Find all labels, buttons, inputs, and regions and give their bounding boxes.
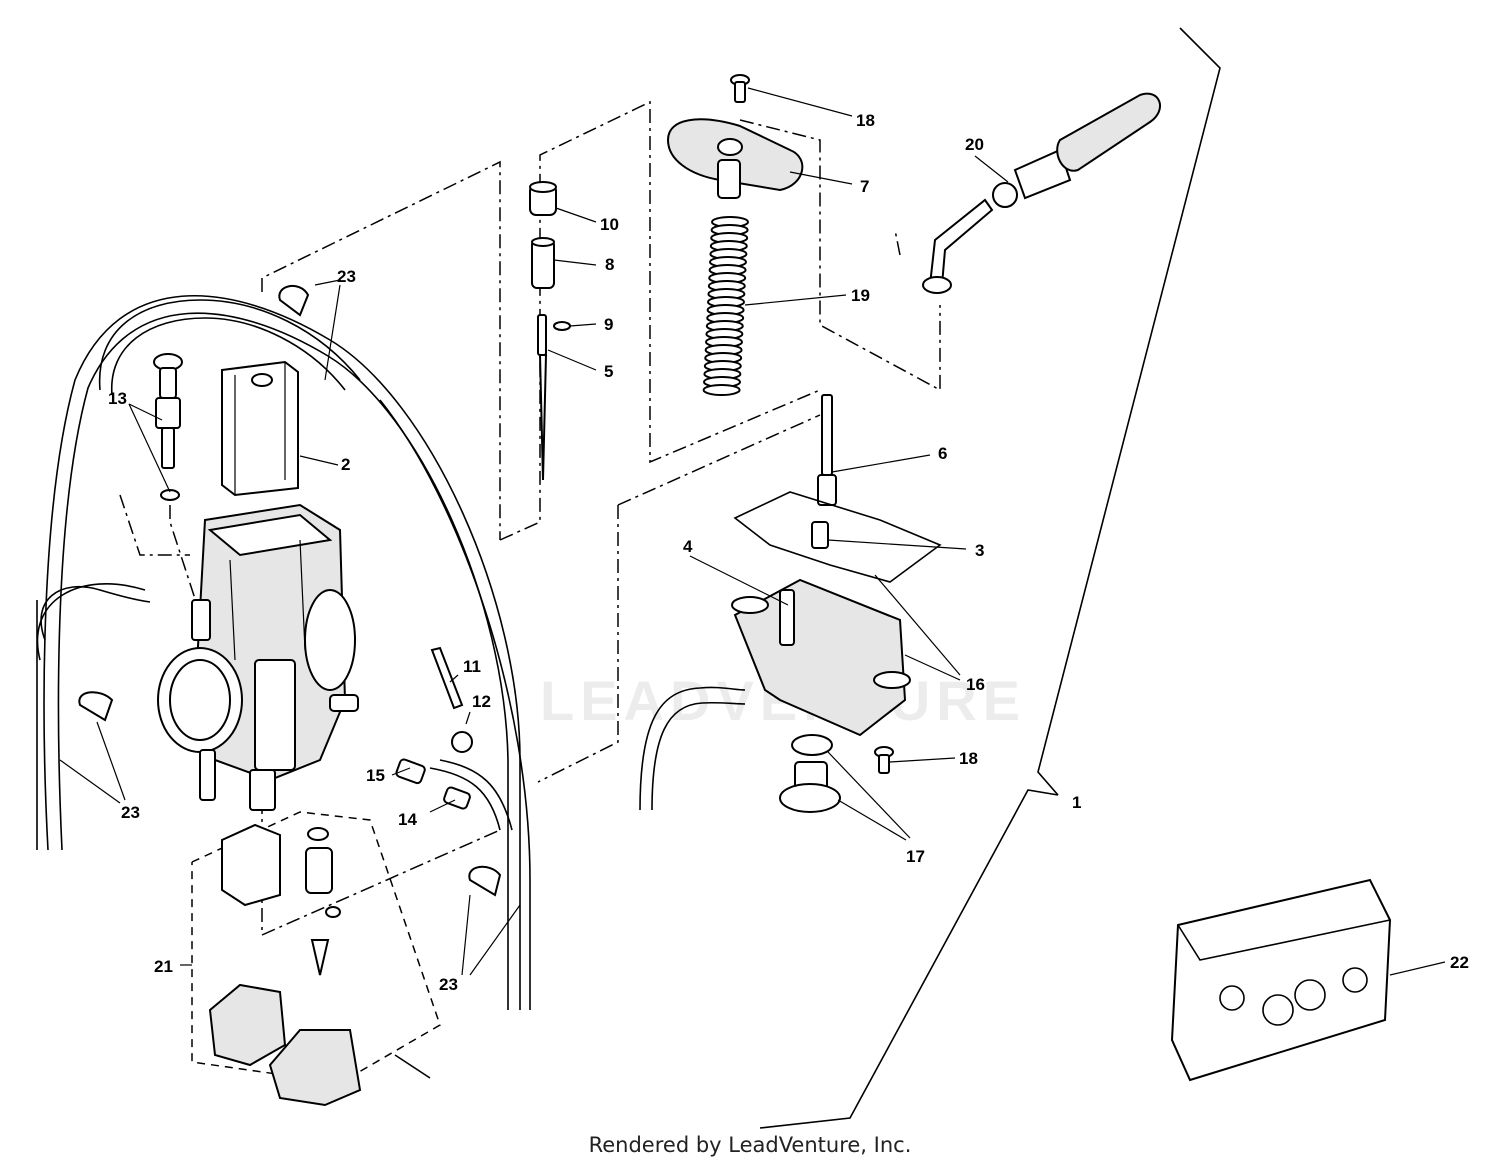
assembly-lines bbox=[119, 100, 941, 1084]
callout-21: 21 bbox=[154, 957, 173, 976]
callout-19: 19 bbox=[851, 286, 870, 305]
part-19-spring bbox=[702, 216, 749, 396]
part-7-cap bbox=[666, 118, 804, 199]
callouts: 1 2 3 4 5 6 7 8 9 10 11 12 13 14 15 16 1… bbox=[108, 111, 1469, 994]
callout-1: 1 bbox=[1072, 793, 1081, 812]
callout-23-top: 23 bbox=[337, 267, 356, 286]
callout-16: 16 bbox=[966, 675, 985, 694]
callout-5: 5 bbox=[604, 362, 613, 381]
part-21-group bbox=[208, 823, 431, 1107]
clamps-23 bbox=[78, 285, 502, 897]
hose-assembly bbox=[36, 295, 746, 1010]
leader-lines bbox=[59, 87, 1446, 976]
callout-3: 3 bbox=[975, 541, 984, 560]
callout-23-bottom: 23 bbox=[439, 975, 458, 994]
callout-14: 14 bbox=[398, 810, 417, 829]
callout-12: 12 bbox=[472, 692, 491, 711]
parts-11-15 bbox=[395, 646, 473, 810]
callout-18-top: 18 bbox=[856, 111, 875, 130]
part-6-shaft bbox=[817, 394, 837, 506]
callout-4: 4 bbox=[683, 537, 693, 556]
needle-stack bbox=[529, 181, 571, 481]
part-22-sheet bbox=[1170, 878, 1392, 1082]
part-2-block bbox=[221, 360, 299, 497]
callout-20: 20 bbox=[965, 135, 984, 154]
callout-9: 9 bbox=[604, 315, 613, 334]
part-13-jet bbox=[153, 353, 183, 501]
callout-11: 11 bbox=[463, 657, 481, 676]
part-16-gasket bbox=[733, 491, 942, 583]
callout-22: 22 bbox=[1450, 953, 1469, 972]
callout-15: 15 bbox=[366, 766, 385, 785]
part-3-jet bbox=[811, 521, 829, 549]
part-18-screw-lower bbox=[874, 746, 894, 774]
callout-13: 13 bbox=[108, 389, 127, 408]
part-18-screw-top bbox=[730, 74, 750, 103]
footer-credit: Rendered by LeadVenture, Inc. bbox=[588, 1133, 912, 1157]
part-17-plug bbox=[779, 734, 841, 813]
carburetor-body bbox=[157, 503, 359, 811]
callout-8: 8 bbox=[605, 255, 614, 274]
float-bowl bbox=[731, 578, 911, 737]
callout-17: 17 bbox=[906, 847, 925, 866]
callout-6: 6 bbox=[938, 444, 947, 463]
callout-7: 7 bbox=[860, 177, 869, 196]
callout-10: 10 bbox=[600, 215, 619, 234]
part-20-adjuster bbox=[922, 92, 1161, 294]
bracket-assembly-1 bbox=[759, 27, 1221, 1129]
spring-coil bbox=[702, 384, 741, 396]
callout-18-lower: 18 bbox=[959, 749, 978, 768]
callout-2: 2 bbox=[341, 455, 350, 474]
callout-23-left: 23 bbox=[121, 803, 140, 822]
